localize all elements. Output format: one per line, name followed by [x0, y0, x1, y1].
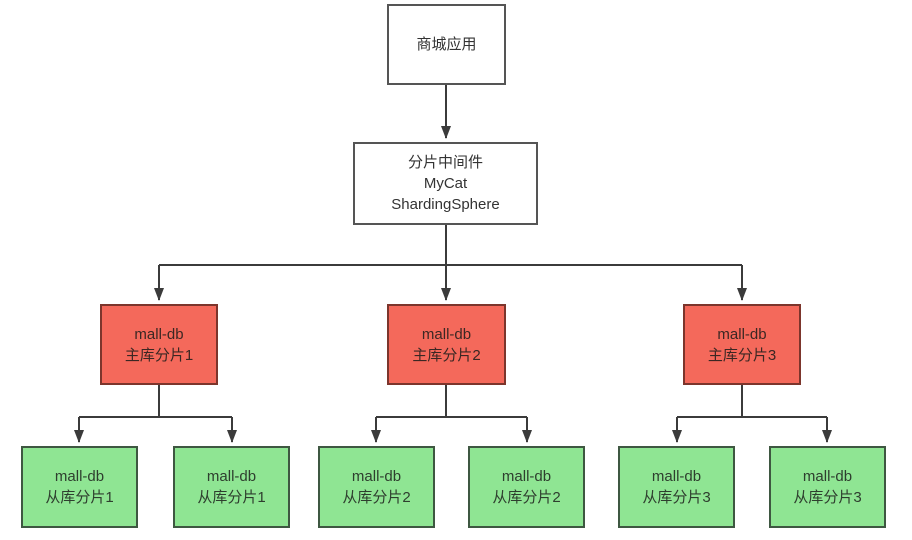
node-sharding-middleware: 分片中间件 MyCat ShardingSphere: [353, 142, 538, 225]
slave2b-role-label: 从库分片2: [492, 489, 561, 506]
slave1b-db-name: mall-db: [206, 468, 257, 485]
middleware-line-2: MyCat: [423, 175, 468, 192]
node-slave-shard-3a: mall-db 从库分片3: [618, 446, 735, 528]
master3-db-name: mall-db: [717, 325, 767, 343]
node-slave-shard-1b: mall-db 从库分片1: [173, 446, 290, 528]
node-mall-app-label: 商城应用: [416, 36, 477, 53]
slave3a-role-label: 从库分片3: [642, 489, 711, 506]
slave2b-db-name: mall-db: [501, 468, 552, 485]
master1-db-name: mall-db: [134, 325, 184, 343]
node-master-shard-2: mall-db 主库分片2: [387, 304, 506, 385]
slave1a-role-label: 从库分片1: [45, 489, 114, 506]
slave1a-db-name: mall-db: [54, 468, 105, 485]
slave3b-db-name: mall-db: [802, 468, 853, 485]
slave3a-db-name: mall-db: [651, 468, 702, 485]
node-slave-shard-2a: mall-db 从库分片2: [318, 446, 435, 528]
master3-role-label: 主库分片3: [707, 346, 777, 364]
node-slave-shard-2b: mall-db 从库分片2: [468, 446, 585, 528]
middleware-line-3: ShardingSphere: [391, 196, 500, 213]
master1-role-label: 主库分片1: [124, 346, 194, 364]
node-master-shard-1: mall-db 主库分片1: [100, 304, 218, 385]
slave2a-role-label: 从库分片2: [342, 489, 411, 506]
node-master-shard-3: mall-db 主库分片3: [683, 304, 801, 385]
node-slave-shard-3b: mall-db 从库分片3: [769, 446, 886, 528]
master2-db-name: mall-db: [421, 325, 472, 343]
node-slave-shard-1a: mall-db 从库分片1: [21, 446, 138, 528]
master2-role-label: 主库分片2: [412, 346, 481, 364]
slave2a-db-name: mall-db: [351, 468, 402, 485]
node-mall-app: 商城应用: [387, 4, 506, 85]
slave1b-role-label: 从库分片1: [197, 489, 266, 506]
middleware-line-1: 分片中间件: [407, 154, 483, 171]
slave3b-role-label: 从库分片3: [793, 489, 862, 506]
